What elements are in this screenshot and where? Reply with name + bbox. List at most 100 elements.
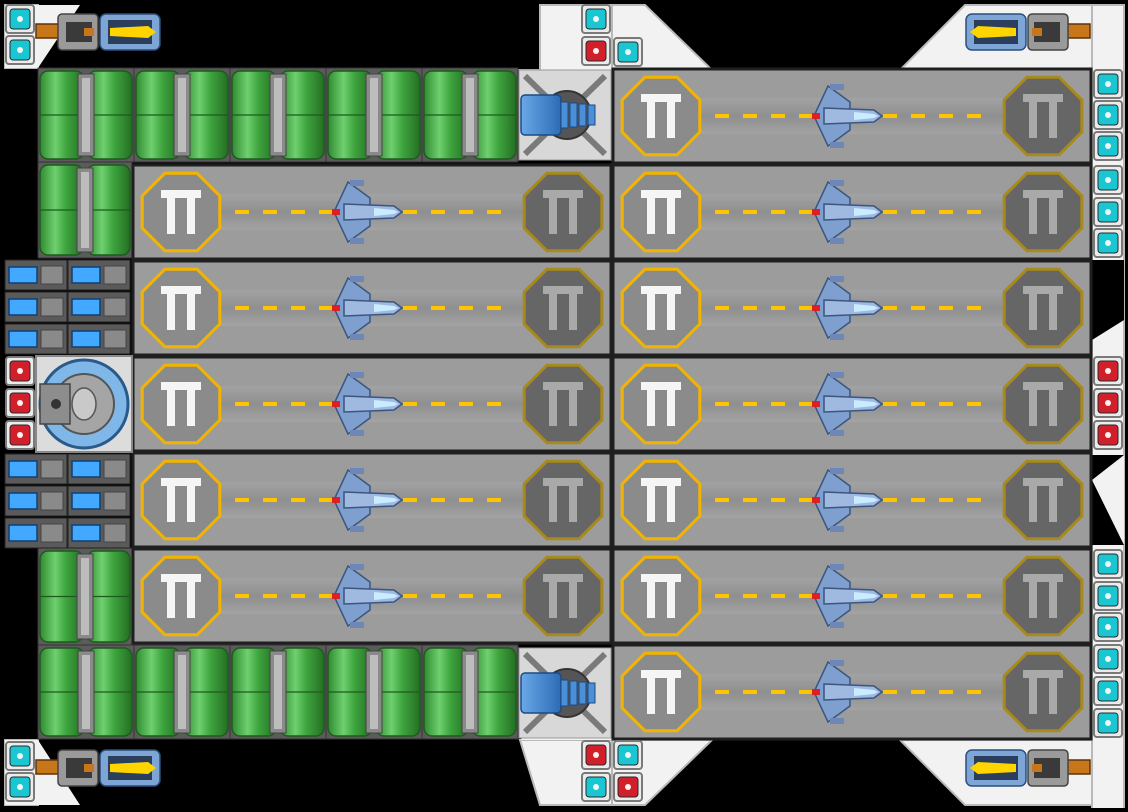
cyan-power-node-icon xyxy=(613,740,643,770)
runway-stripe xyxy=(911,594,925,598)
runway-stripe xyxy=(939,402,953,406)
runway-stripe xyxy=(883,210,897,214)
turret-cannon-icon xyxy=(35,13,161,51)
pad-glyph-icon xyxy=(161,574,201,618)
runway-stripe xyxy=(939,210,953,214)
pad-glyph-icon xyxy=(1023,286,1063,330)
runway-stripe xyxy=(799,498,813,502)
blue-battery-icon xyxy=(67,485,131,517)
parked-fighter-icon xyxy=(812,84,884,148)
reactor-core-icon xyxy=(35,355,133,453)
runway-stripe xyxy=(459,306,473,310)
blue-battery-icon xyxy=(4,517,68,549)
runway-stripe xyxy=(715,402,729,406)
pad-glyph-icon xyxy=(161,286,201,330)
cyan-power-node-icon xyxy=(5,772,35,802)
runway-stripe xyxy=(235,210,249,214)
hangar-pad-icon xyxy=(522,363,604,445)
red-shield-node-icon xyxy=(581,740,611,770)
pad-glyph-icon xyxy=(161,478,201,522)
blue-battery-icon xyxy=(4,291,68,323)
cyan-power-node-icon xyxy=(1093,131,1123,161)
parked-fighter-icon xyxy=(812,660,884,724)
runway-stripe xyxy=(235,306,249,310)
runway-stripe xyxy=(911,498,925,502)
fuel-tank-bottom-2 xyxy=(133,644,231,740)
runway-stripe xyxy=(459,402,473,406)
runway-stripe xyxy=(967,402,981,406)
pad-glyph-icon xyxy=(543,286,583,330)
hangar-bay-8 xyxy=(131,163,613,261)
runway-stripe xyxy=(431,210,445,214)
runway-stripe xyxy=(263,306,277,310)
parked-fighter-icon xyxy=(812,372,884,436)
cyan-power-node-icon xyxy=(5,4,35,34)
runway-stripe xyxy=(743,594,757,598)
blue-battery-icon xyxy=(67,323,131,355)
cyan-power-node-icon xyxy=(581,4,611,34)
cyan-power-node-icon xyxy=(5,35,35,65)
runway-stripe xyxy=(939,114,953,118)
runway-stripe xyxy=(967,210,981,214)
runway-stripe xyxy=(771,402,785,406)
runway-stripe xyxy=(939,306,953,310)
hangar-bay-12 xyxy=(131,547,613,645)
runway-stripe xyxy=(743,114,757,118)
hangar-pad-icon xyxy=(522,171,604,253)
runway-stripe xyxy=(291,306,305,310)
runway-stripe xyxy=(771,210,785,214)
blue-battery-icon xyxy=(67,291,131,323)
blue-battery-icon xyxy=(67,453,131,485)
fuel-tank-bottom-5 xyxy=(421,644,519,740)
runway-stripe xyxy=(715,690,729,694)
runway-stripe xyxy=(743,210,757,214)
runway-stripe xyxy=(967,306,981,310)
fuel-tank-left-lower xyxy=(37,547,133,646)
runway-stripe xyxy=(771,690,785,694)
parked-fighter-icon xyxy=(332,372,404,436)
hangar-bay-10 xyxy=(131,355,613,453)
pad-glyph-icon xyxy=(1023,478,1063,522)
runway-stripe xyxy=(715,306,729,310)
cyan-power-node-icon xyxy=(1093,612,1123,642)
runway-stripe xyxy=(883,402,897,406)
cyan-power-node-icon xyxy=(1093,708,1123,738)
red-shield-node-icon xyxy=(5,420,35,450)
runway-stripe xyxy=(799,306,813,310)
thruster-engine-top xyxy=(518,69,612,161)
fuel-tank-left-upper xyxy=(37,161,133,259)
runway-stripe xyxy=(459,594,473,598)
runway-stripe xyxy=(263,402,277,406)
turret-cannon-icon xyxy=(35,749,161,787)
fuel-tank-top-3 xyxy=(229,67,327,163)
blue-battery-icon xyxy=(4,259,68,291)
runway-stripe xyxy=(715,498,729,502)
hangar-pad-icon xyxy=(620,651,702,733)
runway-stripe xyxy=(967,498,981,502)
runway-stripe xyxy=(319,306,333,310)
runway-stripe xyxy=(799,402,813,406)
runway-stripe xyxy=(487,402,501,406)
runway-stripe xyxy=(291,498,305,502)
parked-fighter-icon xyxy=(332,276,404,340)
runway-stripe xyxy=(291,210,305,214)
parked-fighter-icon xyxy=(812,276,884,340)
fuel-tank-bottom-4 xyxy=(325,644,423,740)
hangar-pad-icon xyxy=(620,459,702,541)
runway-stripe xyxy=(799,114,813,118)
blue-battery-icon xyxy=(67,517,131,549)
runway-stripe xyxy=(743,306,757,310)
red-shield-node-icon xyxy=(1093,388,1123,418)
runway-stripe xyxy=(883,306,897,310)
runway-stripe xyxy=(263,594,277,598)
pad-glyph-icon xyxy=(543,574,583,618)
parked-fighter-icon xyxy=(332,564,404,628)
runway-stripe xyxy=(883,594,897,598)
blue-battery-icon xyxy=(4,453,68,485)
parked-fighter-icon xyxy=(812,468,884,532)
pad-glyph-icon xyxy=(641,94,681,138)
hangar-pad-icon xyxy=(140,171,222,253)
cyan-power-node-icon xyxy=(1093,581,1123,611)
